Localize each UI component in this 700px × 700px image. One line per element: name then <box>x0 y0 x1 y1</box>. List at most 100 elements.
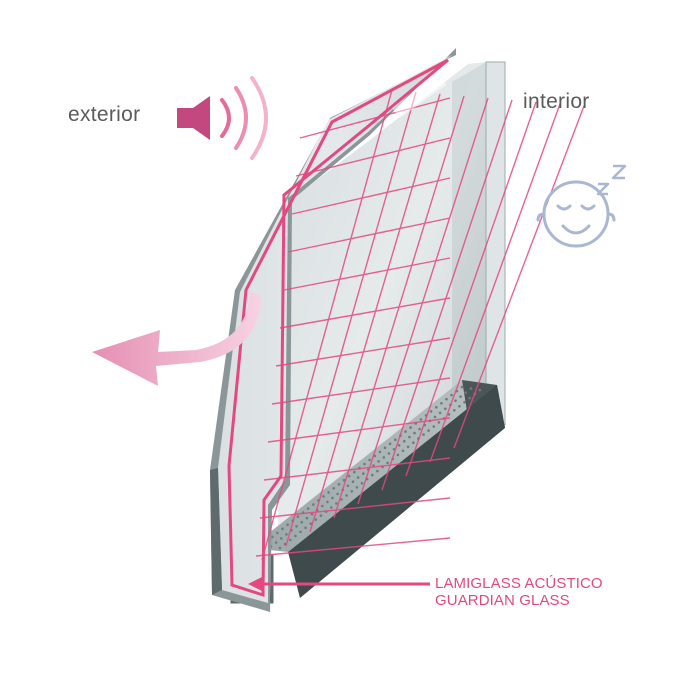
perforation-dot <box>336 492 339 496</box>
perforation-dot <box>458 405 461 408</box>
perforation-dot <box>299 530 302 534</box>
perforation-dot <box>353 470 356 474</box>
perforation-dot <box>294 534 297 538</box>
grid-line-horizontal <box>263 457 451 481</box>
perforation-dot <box>335 502 338 505</box>
perforation-dot <box>332 487 336 490</box>
perforation-dot <box>356 476 360 479</box>
perforation-dot <box>445 397 448 401</box>
perforation-dot <box>401 449 405 453</box>
grid-line-diagonal <box>309 93 441 533</box>
grid-line-horizontal <box>259 497 451 519</box>
perforation-dot <box>429 410 433 413</box>
perforation-dot <box>376 469 379 473</box>
perforation-dot <box>404 430 407 433</box>
perforation-dot <box>327 491 330 494</box>
perforation-dot <box>285 533 288 536</box>
perforation-dot <box>422 433 425 436</box>
laminate-grid <box>255 89 585 561</box>
callout-line-2: GUARDIAN GLASS <box>435 592 570 609</box>
grid-line-horizontal <box>283 257 451 291</box>
perforation-dot <box>321 504 324 508</box>
exterior-pane-left-edge <box>210 468 222 595</box>
perforation-dot <box>397 444 401 447</box>
perforation-dot <box>304 526 307 530</box>
grid-line-diagonal <box>453 105 585 449</box>
perforation-dot <box>276 531 279 535</box>
perforation-dot <box>346 484 350 488</box>
perforation-dot <box>403 439 406 443</box>
perforation-dot <box>280 537 283 540</box>
grid-line-diagonal <box>357 97 489 505</box>
grid-line-horizontal <box>255 537 451 557</box>
perforation-dot <box>347 474 351 478</box>
perforation-dot <box>464 391 468 394</box>
perforation-dot <box>362 472 365 475</box>
perforation-dot <box>412 441 415 445</box>
grid-line-horizontal <box>267 417 451 443</box>
perforation-dot <box>326 500 329 504</box>
perforation-dot <box>310 512 314 516</box>
perforation-dot <box>322 495 325 498</box>
perforation-dot <box>281 527 284 531</box>
laminate-border <box>227 58 449 598</box>
perforation-dot <box>351 480 355 484</box>
product-callout: LAMIGLASS ACÚSTICO GUARDIAN GLASS <box>435 575 603 609</box>
perforation-dot <box>386 461 389 465</box>
perforation-dot <box>355 486 359 489</box>
grid-line-diagonal <box>333 95 465 519</box>
perforation-dot <box>469 387 473 390</box>
perforation-dot <box>388 442 392 446</box>
grid-line-diagonal <box>381 99 513 491</box>
sleeping-face-icon <box>536 164 627 248</box>
perforation-dot <box>447 413 451 416</box>
perforation-dot <box>419 418 423 421</box>
perforation-dot <box>300 520 304 524</box>
perforation-dot <box>306 507 310 510</box>
grid-line-horizontal <box>271 377 451 405</box>
grid-line-horizontal <box>291 177 451 215</box>
exterior-pane-front <box>218 55 452 603</box>
perforation-dot <box>463 400 466 404</box>
perforation-dot <box>350 490 354 493</box>
perforation-dot <box>418 427 421 431</box>
grid-line-diagonal <box>285 91 417 547</box>
interior-label: interior <box>523 90 590 113</box>
perforation-dot <box>345 494 348 497</box>
perforation-dot <box>444 407 447 411</box>
perforation-dot <box>340 498 343 501</box>
perforation-dot <box>459 395 462 398</box>
perforation-dot <box>387 452 391 455</box>
perforation-dot <box>331 496 334 500</box>
perforation-dot <box>432 425 436 428</box>
perforation-dot <box>460 385 464 389</box>
spacer-bottom-side <box>288 385 505 598</box>
perforation-dot <box>438 411 442 415</box>
perforation-dot <box>271 535 274 539</box>
perforation-dot <box>342 478 346 482</box>
interior-pane-edge <box>485 61 506 431</box>
perforation-dot <box>454 399 457 403</box>
perforation-dot <box>368 458 371 462</box>
spacer-perforations <box>260 385 482 550</box>
perforation-dot <box>408 435 411 439</box>
grid-line-diagonal <box>405 101 537 477</box>
perforation-dot <box>296 515 300 518</box>
perforation-dot <box>314 518 318 521</box>
grid-line-horizontal <box>299 97 451 139</box>
perforation-dot <box>383 446 387 450</box>
perforation-dot <box>478 388 482 392</box>
perforation-dot <box>312 503 315 506</box>
perforation-dot <box>309 522 313 525</box>
perforation-dot <box>427 429 430 432</box>
perforation-dot <box>382 456 386 459</box>
exterior-label: exterior <box>68 103 141 126</box>
glass-reflection <box>392 72 446 118</box>
callout-line-1: LAMIGLASS ACÚSTICO <box>435 575 603 592</box>
perforation-dot <box>437 421 441 424</box>
perforation-dot <box>363 462 366 466</box>
perforation-dot <box>360 481 364 485</box>
perforation-dot <box>289 538 292 542</box>
perforation-dot <box>286 523 289 527</box>
